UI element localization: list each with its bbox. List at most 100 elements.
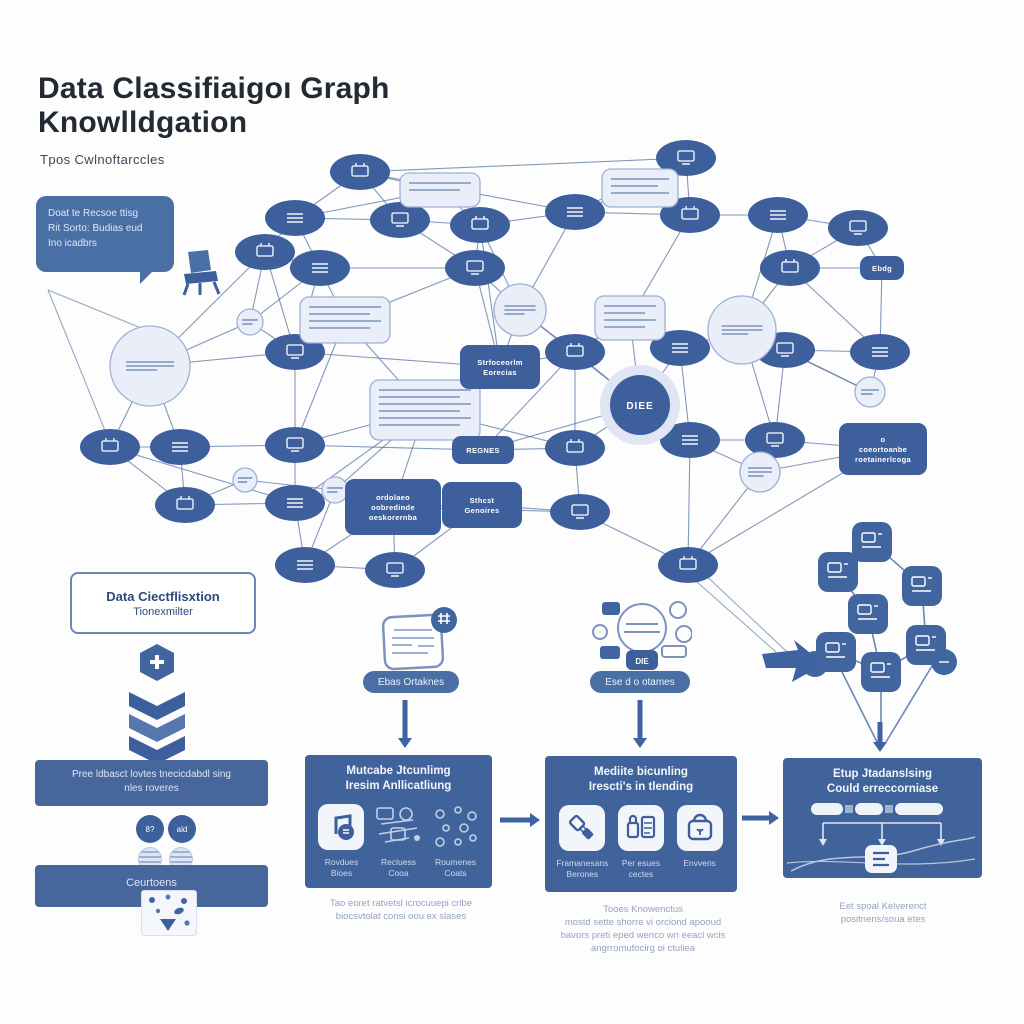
graph-edge: [479, 224, 501, 368]
chevron-stack-icon: [129, 644, 185, 762]
graph-edge: [687, 439, 691, 566]
data-classification-box: Data Ciectflisxtion Tionexmilter: [70, 572, 256, 634]
graph-connector: [687, 573, 777, 653]
page-subtitle: Tpos Cwlnoftarccles: [40, 152, 165, 167]
graph-edge: [359, 157, 687, 173]
panel-caption: Eet spoal Kelverenct positnens/soua etes: [839, 901, 927, 925]
process-bar-1-line2: nles roveres: [124, 783, 179, 794]
graph-node-entity: [658, 547, 718, 583]
document-card-icon: [381, 607, 457, 671]
panel-title-line2: Iresim Anllicatliung: [345, 780, 452, 792]
svg-text:DIEE: DIEE: [626, 401, 653, 412]
mini-network-converge-line: [885, 665, 933, 743]
page-title: Data Classifiaigoı Graph Knowlldgation: [38, 72, 458, 140]
svg-text:roetainerlcoga: roetainerlcoga: [855, 455, 911, 464]
svg-text:DIE: DIE: [635, 657, 649, 666]
graph-connector: [47, 289, 109, 439]
flow-arrow-head: [769, 811, 779, 825]
speech-bubble-tail: [140, 268, 156, 284]
graph-connector: [699, 569, 801, 665]
svg-text:oobredinde: oobredinde: [371, 503, 415, 512]
graph-node-bubble: [594, 295, 666, 341]
flow-arrow-head: [633, 738, 647, 748]
svg-text:Strfoceorlm: Strfoceorlm: [477, 358, 522, 367]
graph-node-entity: [550, 494, 610, 530]
pipeline-graphic: [786, 803, 976, 873]
panel-title-line1: Mediite bicunling: [594, 766, 688, 778]
process-bar-1-line1: Pree ldbasct lovtes tnecicdabdl sing: [72, 769, 231, 780]
speech-bubble-line: Doat te Recsoe ttisg: [48, 208, 139, 219]
graph-node-entity: [545, 430, 605, 466]
panel-caption: Tao eoret ratvetsl icrocuuepi crlbe bioc…: [329, 898, 473, 922]
stage-pill-label: Ese d o otames: [605, 676, 675, 688]
panel-title-line1: Etup Jtadanslsing: [832, 768, 933, 780]
graph-edge: [482, 351, 576, 451]
flow-arrow-head: [530, 813, 540, 827]
graph-node-entity: [365, 552, 425, 588]
graph-node-entity: [80, 429, 140, 465]
data-classification-line1: Data Ciectflisxtion: [106, 588, 220, 604]
graph-connector: [47, 289, 147, 331]
graph-edge: [244, 479, 336, 491]
panel-item: Rovdues Bioes: [313, 804, 369, 879]
panel-caption: Tooes Knowenctus mostd sette shorre vi o…: [560, 904, 726, 954]
graph-node-entity: [656, 140, 716, 176]
svg-text:oeskorernba: oeskorernba: [369, 513, 418, 522]
pointer-arrow-icon: [762, 640, 824, 682]
panel-title-line2: Could erreccorniase: [826, 783, 939, 795]
graph-node-entity: [745, 422, 805, 458]
speech-bubble: Doat te Recsoe ttisg Rit Sorto: Budias e…: [36, 196, 174, 272]
graph-node-bubble: [299, 296, 391, 344]
graph-node-entity: [828, 210, 888, 246]
svg-text:Genoires: Genoires: [465, 506, 500, 515]
badge-circle-icon: 8?: [136, 815, 164, 843]
graph-node-entity: [760, 250, 820, 286]
badge-circle-icon: ald: [168, 815, 196, 843]
bag-icon: [676, 805, 723, 851]
svg-text:Ebdg: Ebdg: [872, 264, 892, 273]
scatter-dots-icon: [430, 804, 480, 850]
panel-item: Envvens: [671, 805, 729, 880]
graph-node-note: [236, 308, 264, 336]
graph-node-label-box: [452, 436, 514, 464]
graph-node-label-box: [839, 423, 927, 475]
page-title-line1: Data Classifiaigoı Graph: [38, 72, 390, 105]
svg-text:Sthcst: Sthcst: [470, 496, 495, 505]
stage-pill-datasets: Ese d o otames: [590, 671, 690, 693]
graph-edge: [109, 446, 296, 504]
mini-network-converge-line: [841, 671, 878, 743]
graph-node-entity: [155, 487, 215, 523]
lock-clipboard-icon: [617, 805, 664, 851]
graph-node-note: [232, 467, 258, 493]
panel-title-line2: Irescti's in tlending: [588, 781, 694, 793]
ml-cluster-icon: DIE: [592, 601, 692, 670]
speech-bubble-line: Ino icadbrs: [48, 238, 97, 249]
graph-node-entity: [660, 197, 720, 233]
panel-data-handling: Etup Jtadanslsing Could erreccorniase: [783, 758, 982, 878]
process-bar-1: Pree ldbasct lovtes tnecicdabdl sing nle…: [35, 760, 268, 806]
graph-node-entity: [265, 427, 325, 463]
panel-item: Roumenes Coats: [427, 804, 483, 879]
graph-node-entity: [330, 154, 390, 190]
graph-node-note: [854, 376, 886, 408]
svg-text:coeortoanbe: coeortoanbe: [859, 445, 907, 454]
chair-icon: [182, 250, 221, 296]
graph-node-entity: [235, 234, 295, 270]
svg-text:Eorecias: Eorecias: [483, 368, 517, 377]
graph-node-bubble: [369, 379, 481, 441]
page-title-line2: Knowlldgation: [38, 106, 248, 139]
music-note-icon: [318, 804, 365, 850]
workflow-sketch-icon: [373, 804, 423, 850]
svg-text:o: o: [881, 435, 886, 444]
panel-machine-learning: Mutcabe Jtcunlimg Iresim Anllicatliung R…: [305, 755, 492, 888]
svg-text:ordolaeo: ordolaeo: [376, 493, 410, 502]
panel-item: Per esues cectes: [612, 805, 670, 880]
svg-text:REGNES: REGNES: [466, 446, 499, 455]
flow-arrow-head: [873, 742, 887, 752]
graph-node-label-box: [460, 345, 540, 389]
graph-node-bubble: [601, 168, 679, 208]
graph-node-label-box: [345, 479, 441, 535]
speech-bubble-line: Rit Sorto: Budias eud: [48, 223, 143, 234]
data-classification-line2: Tionexmilter: [133, 605, 193, 618]
